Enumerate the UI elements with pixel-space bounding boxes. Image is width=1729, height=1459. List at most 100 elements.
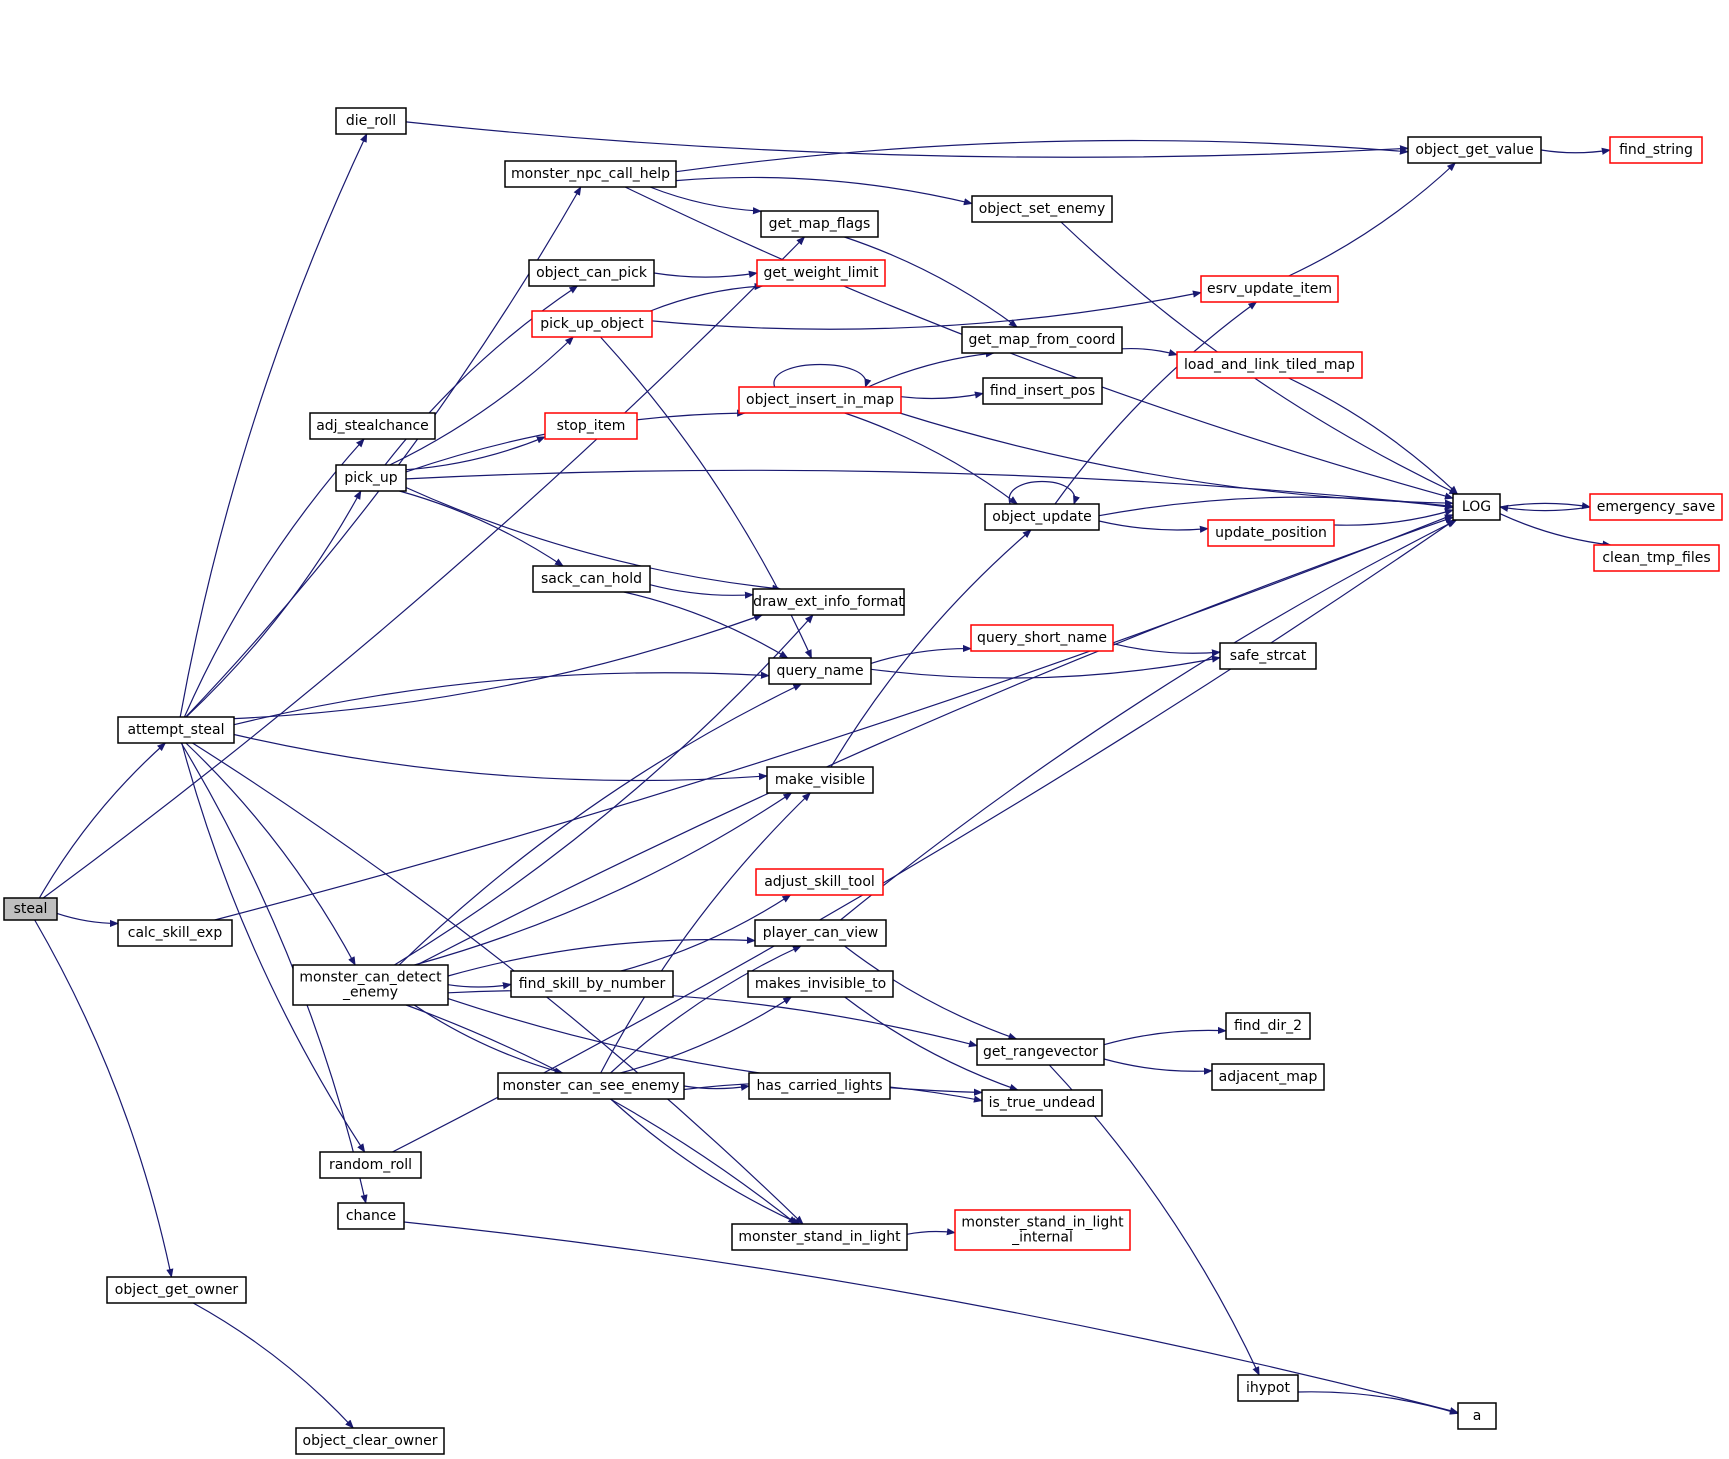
node-make-visible[interactable]: make_visible	[766, 766, 874, 794]
edge-pick_up_object-to-esrv_update_item	[651, 290, 1202, 330]
edge-emergency_save-to-LOG	[1499, 504, 1591, 512]
node-object-insert-in-map[interactable]: object_insert_in_map	[738, 386, 902, 414]
node-box	[295, 1427, 445, 1455]
node-object-set-enemy[interactable]: object_set_enemy	[971, 195, 1113, 223]
node-sack-can-hold[interactable]: sack_can_hold	[532, 565, 651, 593]
node-label: adjacent_map	[1219, 1069, 1318, 1085]
node-has-carried-lights[interactable]: has_carried_lights	[748, 1072, 891, 1100]
node-adjust-skill-tool[interactable]: adjust_skill_tool	[755, 868, 884, 896]
node-box	[106, 1276, 247, 1304]
edge-monster_can_detect_enemy-to-player_can_view	[447, 936, 756, 977]
node-label: get_map_from_coord	[969, 332, 1116, 348]
node-die-roll[interactable]: die_roll	[335, 107, 407, 135]
node-box	[497, 1072, 685, 1100]
edge-steal-to-calc_skill_exp	[56, 912, 119, 928]
edge-sack_can_hold-to-query_name	[623, 591, 789, 659]
node-label: pick_up_object	[540, 316, 644, 332]
node-object-get-value[interactable]: object_get_value	[1407, 136, 1542, 164]
node-object-get-owner[interactable]: object_get_owner	[106, 1276, 247, 1304]
edge-pick_up-to-draw_ext_info_format	[405, 486, 782, 592]
node-box	[755, 868, 884, 896]
node-random-roll[interactable]: random_roll	[319, 1151, 422, 1179]
node-box	[766, 766, 874, 794]
edge-makes_invisible_to-to-is_true_undead	[844, 996, 1019, 1091]
node-chance[interactable]: chance	[337, 1202, 405, 1230]
node-monster-npc-call-help[interactable]: monster_npc_call_help	[504, 160, 677, 188]
node-update-position[interactable]: update_position	[1207, 519, 1335, 547]
node-object-clear-owner[interactable]: object_clear_owner	[295, 1427, 445, 1455]
node-box	[747, 970, 894, 998]
edge-get_map_from_coord-to-load_and_link_tiled_map	[1121, 347, 1178, 357]
node-box	[1200, 275, 1339, 303]
node-draw-ext-info-format[interactable]: draw_ext_info_format	[752, 588, 905, 616]
edge-attempt_steal-to-draw_ext_info_format	[233, 614, 764, 720]
node-get-rangevector[interactable]: get_rangevector	[976, 1038, 1105, 1066]
edge-query_name-to-safe_strcat	[870, 655, 1221, 679]
node-label: load_and_link_tiled_map	[1184, 357, 1355, 373]
node-get-map-from-coord[interactable]: get_map_from_coord	[961, 326, 1123, 354]
node-box	[1176, 351, 1363, 379]
edge-esrv_update_item-to-object_get_value	[1288, 162, 1456, 277]
node-query-name[interactable]: query_name	[768, 657, 872, 685]
node-LOG[interactable]: LOG	[1452, 493, 1501, 521]
node-object-update[interactable]: object_update	[984, 503, 1100, 531]
node-is-true-undead[interactable]: is_true_undead	[981, 1089, 1103, 1117]
node-find-insert-pos[interactable]: find_insert_pos	[982, 377, 1103, 405]
node-object-can-pick[interactable]: object_can_pick	[528, 259, 655, 287]
node-box	[1237, 1374, 1299, 1402]
node-get-map-flags[interactable]: get_map_flags	[760, 210, 879, 238]
edge-object_update-to-LOG	[1098, 496, 1454, 517]
node-esrv-update-item[interactable]: esrv_update_item	[1200, 275, 1339, 303]
node-monster-stand-in-light-internal[interactable]: monster_stand_in_light_internal	[954, 1209, 1131, 1251]
node-box	[335, 464, 407, 492]
node-box	[752, 588, 905, 616]
node-emergency-save[interactable]: emergency_save	[1589, 493, 1723, 521]
node-label: clean_tmp_files	[1602, 550, 1710, 566]
node-monster-can-see-enemy[interactable]: monster_can_see_enemy	[497, 1072, 685, 1100]
node-safe-strcat[interactable]: safe_strcat	[1219, 642, 1317, 670]
node-adjacent-map[interactable]: adjacent_map	[1211, 1063, 1325, 1091]
node-box	[738, 386, 902, 414]
node-box	[982, 377, 1103, 405]
node-ihypot[interactable]: ihypot	[1237, 1374, 1299, 1402]
node-box	[756, 259, 886, 287]
node-attempt-steal[interactable]: attempt_steal	[117, 716, 235, 744]
edge-pick_up-to-pick_up_object	[389, 336, 574, 466]
edge-object_insert_in_map-to-find_insert_pos	[900, 391, 984, 400]
node-monster-can-detect-enemy[interactable]: monster_can_detect_enemy	[292, 964, 449, 1006]
node-label: safe_strcat	[1230, 648, 1307, 664]
node-label: object_set_enemy	[979, 201, 1106, 217]
node-steal[interactable]: steal	[3, 897, 58, 921]
node-calc-skill-exp[interactable]: calc_skill_exp	[117, 919, 233, 947]
node-box	[760, 210, 879, 238]
node-box	[117, 919, 233, 947]
edge-monster_npc_call_help-to-LOG	[624, 186, 1454, 500]
node-pick-up[interactable]: pick_up	[335, 464, 407, 492]
node-find-skill-by-number[interactable]: find_skill_by_number	[510, 970, 674, 998]
edge-calc_skill_exp-to-LOG	[214, 514, 1454, 921]
node-get-weight-limit[interactable]: get_weight_limit	[756, 259, 886, 287]
node-label: has_carried_lights	[757, 1078, 883, 1094]
node-adj-stealchance[interactable]: adj_stealchance	[309, 412, 436, 440]
node-player-can-view[interactable]: player_can_view	[754, 919, 887, 947]
node-monster-stand-in-light[interactable]: monster_stand_in_light	[731, 1223, 908, 1251]
node-a[interactable]: a	[1457, 1402, 1497, 1430]
node-find-string[interactable]: find_string	[1609, 136, 1703, 164]
edge-object_insert_in_map-to-LOG	[899, 412, 1454, 507]
node-find-dir-2[interactable]: find_dir_2	[1225, 1012, 1311, 1040]
node-label: update_position	[1215, 525, 1327, 541]
node-box	[1457, 1402, 1497, 1430]
node-box	[510, 970, 674, 998]
edge-monster_can_see_enemy-to-makes_invisible_to	[620, 996, 793, 1074]
edge-object_update-to-update_position	[1098, 520, 1209, 533]
node-load-and-link-tiled-map[interactable]: load_and_link_tiled_map	[1176, 351, 1363, 379]
node-clean-tmp-files[interactable]: clean_tmp_files	[1593, 544, 1720, 572]
node-query-short-name[interactable]: query_short_name	[970, 624, 1114, 652]
node-makes-invisible-to[interactable]: makes_invisible_to	[747, 970, 894, 998]
node-box	[748, 1072, 891, 1100]
edge-attempt_steal-to-monster_can_detect_enemy	[185, 742, 356, 966]
node-stop-item[interactable]: stop_item	[544, 412, 638, 440]
edge-object_update-to-esrv_update_item	[1054, 301, 1258, 505]
node-label: find_skill_by_number	[519, 976, 666, 992]
node-pick-up-object[interactable]: pick_up_object	[531, 310, 653, 338]
